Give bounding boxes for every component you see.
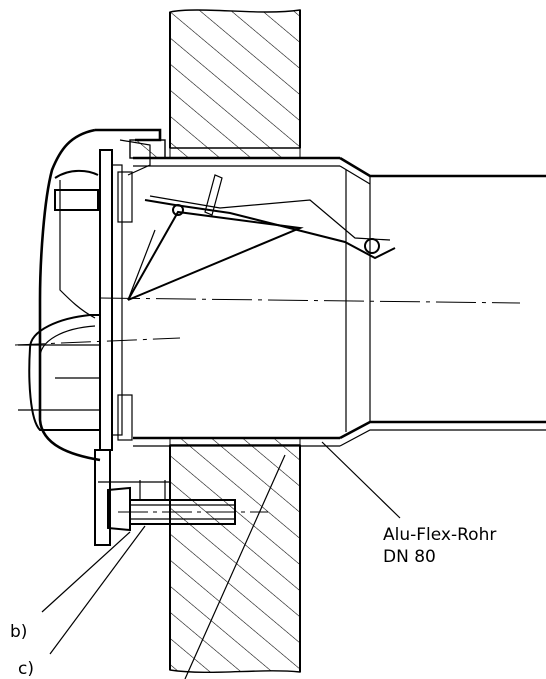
damper-flap [127, 174, 396, 301]
pipe-name-label: Alu-Flex-Rohr [383, 525, 496, 545]
center-line [14, 297, 521, 346]
alu-flex-pipe [133, 147, 546, 447]
label-c: c) [18, 659, 34, 679]
wall-section [169, 9, 301, 673]
leader-lines [41, 441, 401, 679]
gasket [129, 139, 166, 159]
label-b: b) [10, 622, 27, 642]
mounting-screw [94, 449, 268, 546]
pipe-size-label: DN 80 [383, 547, 436, 567]
